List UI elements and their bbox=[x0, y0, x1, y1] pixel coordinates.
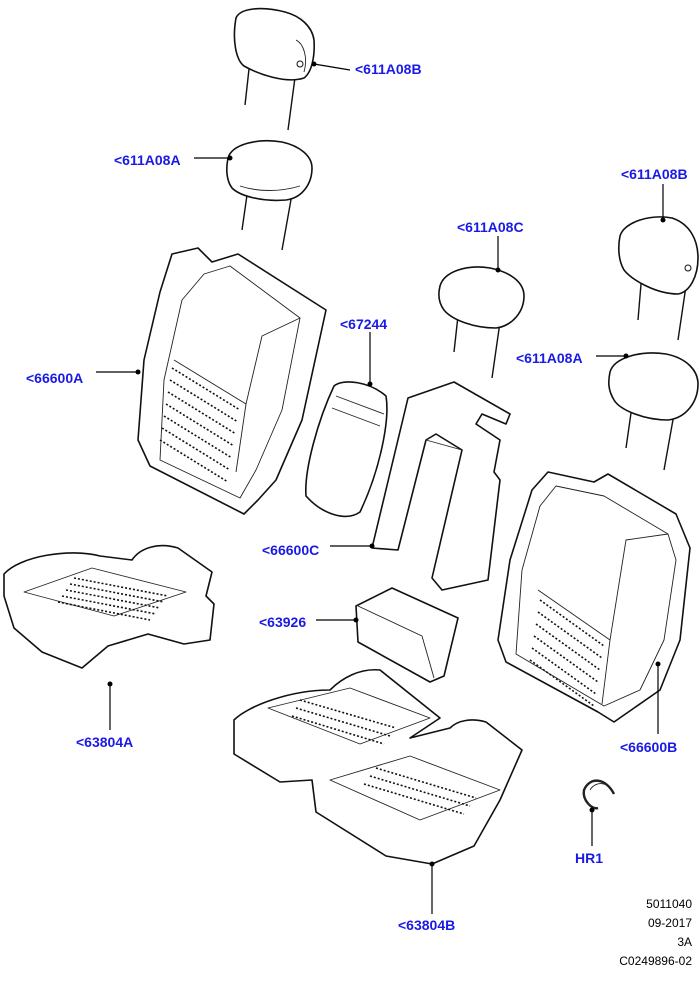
callout-611A08C[interactable]: <611A08C bbox=[457, 219, 524, 235]
reference-line-4: C0249896-02 bbox=[619, 954, 692, 968]
seat-back-66600B[interactable] bbox=[497, 471, 691, 723]
headrest-611A08B-right[interactable] bbox=[618, 216, 699, 341]
callout-63804B[interactable]: <63804B bbox=[398, 917, 456, 933]
armrest-67244[interactable] bbox=[305, 381, 388, 518]
callout-611A08A-right[interactable]: <611A08A bbox=[516, 350, 583, 366]
callout-611A08B-top[interactable]: <611A08B bbox=[355, 61, 422, 77]
callout-66600A[interactable]: <66600A bbox=[26, 370, 84, 386]
headrest-611A08A-right[interactable] bbox=[608, 352, 699, 471]
hog-ring-HR1[interactable] bbox=[582, 779, 616, 810]
callout-611A08B-right[interactable]: <611A08B bbox=[621, 166, 688, 182]
headrest-611A08A-upper[interactable] bbox=[226, 139, 313, 251]
reference-line-1: 5011040 bbox=[646, 897, 692, 911]
callout-67244[interactable]: <67244 bbox=[340, 316, 388, 332]
callout-611A08A-upper[interactable]: <611A08A bbox=[114, 152, 181, 168]
seat-back-frame-66600C[interactable] bbox=[371, 381, 511, 591]
reference-line-2: 09-2017 bbox=[647, 916, 692, 930]
seat-back-66600A[interactable] bbox=[137, 247, 327, 515]
callout-HR1[interactable]: HR1 bbox=[575, 850, 604, 866]
leader-lines bbox=[96, 61, 666, 914]
reference-block: 5011040 09-2017 3A C0249896-02 bbox=[619, 897, 692, 969]
seat-cushion-63804A[interactable] bbox=[3, 544, 215, 669]
callout-63804A[interactable]: <63804A bbox=[76, 734, 134, 750]
callout-63926[interactable]: <63926 bbox=[259, 614, 307, 630]
headrest-611A08B-top[interactable] bbox=[233, 7, 315, 131]
headrest-611A08C[interactable] bbox=[438, 266, 525, 379]
seat-cushion-63804B[interactable] bbox=[233, 668, 523, 865]
callout-66600B[interactable]: <66600B bbox=[620, 739, 678, 755]
cushion-63926[interactable] bbox=[355, 587, 459, 683]
reference-line-3: 3A bbox=[677, 935, 692, 949]
callout-66600C[interactable]: <66600C bbox=[262, 542, 320, 558]
